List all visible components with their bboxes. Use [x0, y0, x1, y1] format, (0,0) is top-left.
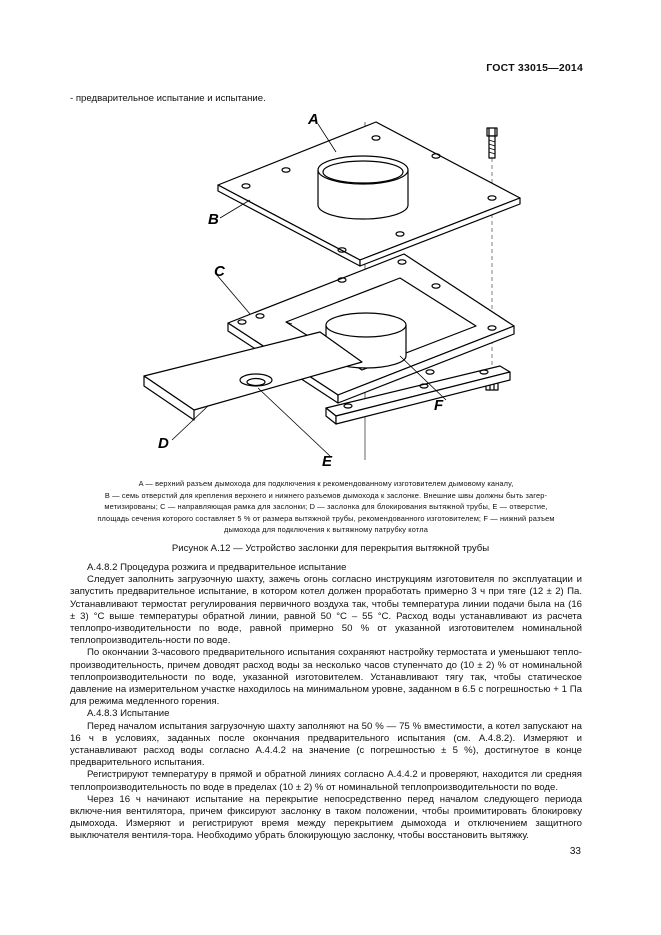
label-e: E — [322, 453, 333, 470]
legend-line: B — семь отверстий для крепления верхнег… — [104, 490, 548, 500]
legend-line: площадь сечения которого составляет 5 % … — [97, 513, 555, 523]
section-title: А.4.8.3 Испытание — [87, 708, 170, 720]
legend-line: дымохода для подключения к вытяжному пат… — [224, 525, 428, 535]
label-c: C — [214, 263, 226, 280]
figure-damper-assembly: A B C D E F — [100, 110, 580, 480]
label-a: A — [307, 111, 319, 128]
label-f: F — [434, 397, 444, 414]
figure-caption: Рисунок А.12 — Устройство заслонки для п… — [171, 543, 490, 554]
paragraph: Регистрируют температуру в прямой и обра… — [70, 769, 582, 793]
paragraph: Через 16 ч начинают испытание на перекры… — [70, 793, 582, 842]
lower-flange-plate — [325, 365, 511, 425]
paragraph: Перед началом испытания загрузочную шахт… — [70, 720, 582, 769]
body-text: А.4.8.2 Процедура розжига и предваритель… — [70, 562, 582, 843]
paragraph: Следует заполнить загрузочную шахту, заж… — [70, 574, 582, 647]
damper-plate — [143, 331, 363, 421]
label-d: D — [158, 435, 169, 452]
upper-pipe — [317, 155, 409, 220]
label-b: B — [208, 211, 219, 228]
legend-line: A — верхний разъем дымохода для подключе… — [138, 479, 514, 488]
paragraph: По окончании 3-часового предварительного… — [70, 647, 582, 708]
figure-legend: A — верхний разъем дымохода для подключе… — [72, 478, 580, 536]
document-code: ГОСТ 33015—2014 — [486, 62, 583, 74]
intro-line: - предварительное испытание и испытание. — [70, 93, 266, 104]
legend-line: метизированы; C — направляющая рамка для… — [104, 502, 548, 512]
page-number: 33 — [569, 846, 581, 857]
section-title: А.4.8.2 Процедура розжига и предваритель… — [87, 562, 347, 573]
